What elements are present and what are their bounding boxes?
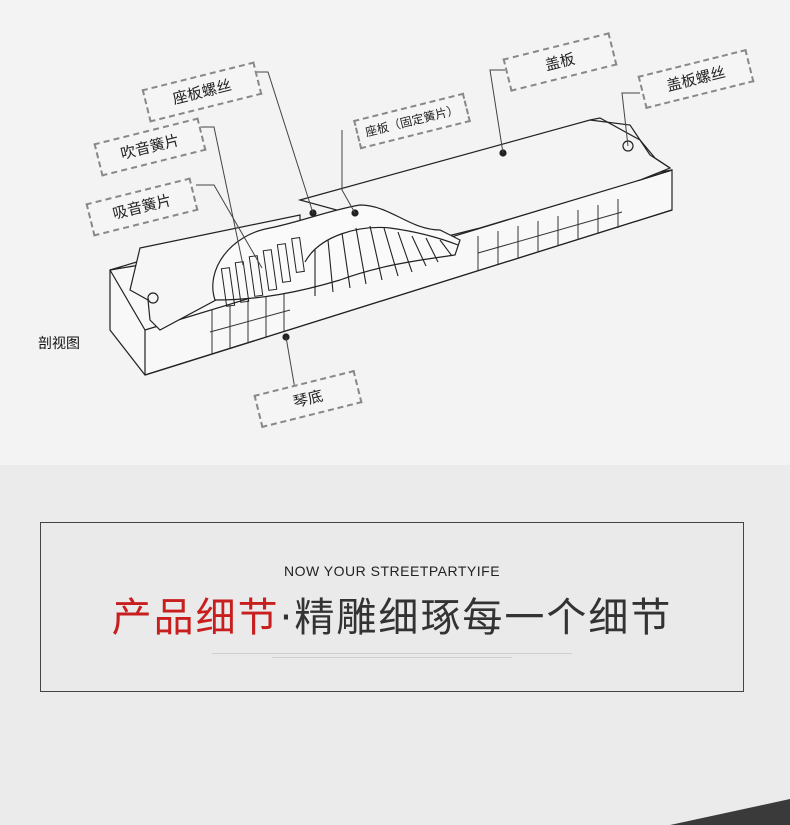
banner-title-rest: ·精雕细琢每一个细节 <box>280 595 673 641</box>
label-draw-reed: 吸音簧片 <box>111 193 173 222</box>
banner-subtitle: NOW YOUR STREETPARTYIFE <box>41 563 743 579</box>
label-seat-screw: 座板螺丝 <box>171 78 233 107</box>
banner-title-red: 产品细节 <box>112 595 280 641</box>
banner-title: 产品细节·精雕细琢每一个细节 <box>41 585 743 643</box>
detail-banner: NOW YOUR STREETPARTYIFE 产品细节·精雕细琢每一个细节 <box>40 522 744 692</box>
corner-decoration <box>650 799 790 825</box>
label-cover-screw: 盖板螺丝 <box>665 65 727 94</box>
label-comb: 琴底 <box>292 389 325 411</box>
leader-cover-plate <box>490 70 505 153</box>
label-cover-plate: 盖板 <box>544 52 577 74</box>
banner-fine-print <box>41 650 743 660</box>
section-view-label: 剖视图 <box>38 333 80 353</box>
label-blow-reed: 吹音簧片 <box>119 133 181 162</box>
